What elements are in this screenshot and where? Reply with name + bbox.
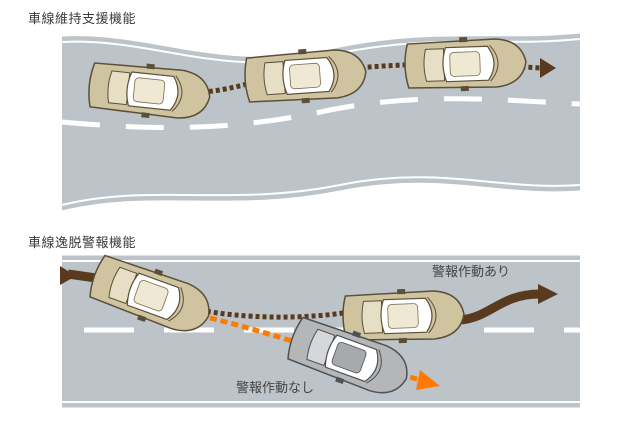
section-title-lane-departure: 車線逸脱警報機能	[28, 236, 137, 251]
car-3	[403, 34, 528, 94]
section-title-lane-keeping: 車線維持支援機能	[28, 12, 137, 27]
label-with-warning: 警報作動あり	[432, 264, 510, 280]
label-without-warning: 警報作動なし	[236, 380, 314, 396]
entry-arrowhead	[60, 266, 76, 285]
warning-recovery-arrow	[459, 289, 541, 325]
lane-keeping-arrowhead	[540, 58, 556, 78]
warning-trail	[199, 307, 351, 320]
warning-recovery-arrowhead	[538, 284, 558, 304]
no-warning-arrowhead	[416, 370, 440, 390]
